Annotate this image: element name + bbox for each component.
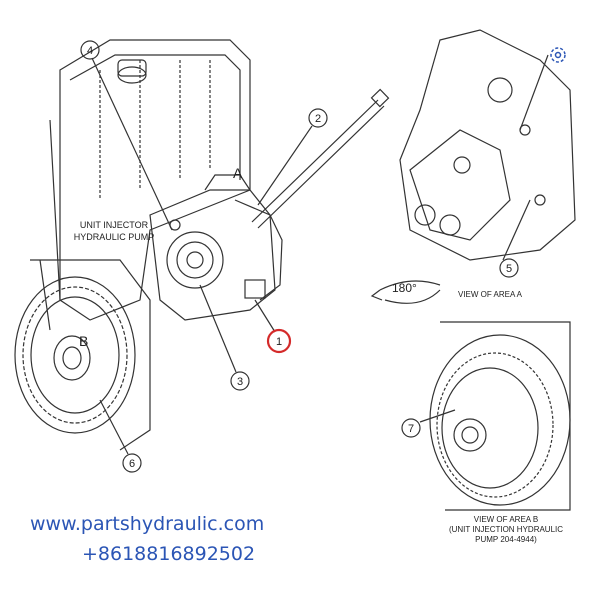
svg-text:6: 6 (129, 458, 135, 470)
engine-block (39, 39, 251, 331)
bolt (251, 88, 390, 229)
view-b-caption-line1: VIEW OF AREA B (474, 515, 538, 524)
callout-4: 4 (80, 40, 100, 60)
view-b-caption-line3: PUMP 204-4944) (475, 535, 537, 544)
svg-text:1: 1 (276, 336, 282, 348)
callout-5: 5 (499, 258, 519, 278)
svg-text:5: 5 (506, 263, 512, 275)
view-b-caption-line2: (UNIT INJECTION HYDRAULIC (449, 525, 563, 534)
svg-text:2: 2 (315, 113, 321, 125)
rotation-label: 180° (392, 281, 417, 295)
callout-6: 6 (122, 453, 142, 473)
phone-text: +8618816892502 (82, 543, 256, 565)
leader-lines (91, 54, 549, 455)
pump-label-line2: HYDRAULIC PUMP (74, 232, 155, 242)
area-a-label: A (233, 165, 243, 181)
pump-label-line1: UNIT INJECTOR (80, 220, 149, 230)
drive-gear (14, 259, 151, 451)
settings-gear-icon[interactable] (550, 47, 566, 63)
callout-3: 3 (230, 371, 250, 391)
area-b-label: B (79, 333, 88, 349)
callout-2: 2 (308, 108, 328, 128)
svg-text:3: 3 (237, 376, 243, 388)
hydraulic-pump (149, 174, 283, 321)
svg-text:4: 4 (87, 45, 93, 57)
callout-1-highlighted: 1 (266, 328, 292, 354)
view-area-b (429, 321, 571, 511)
view-area-a (370, 29, 576, 304)
svg-text:7: 7 (408, 423, 414, 435)
view-a-caption: VIEW OF AREA A (458, 290, 523, 299)
callout-7: 7 (401, 418, 421, 438)
website-text: www.partshydraulic.com (30, 513, 265, 535)
